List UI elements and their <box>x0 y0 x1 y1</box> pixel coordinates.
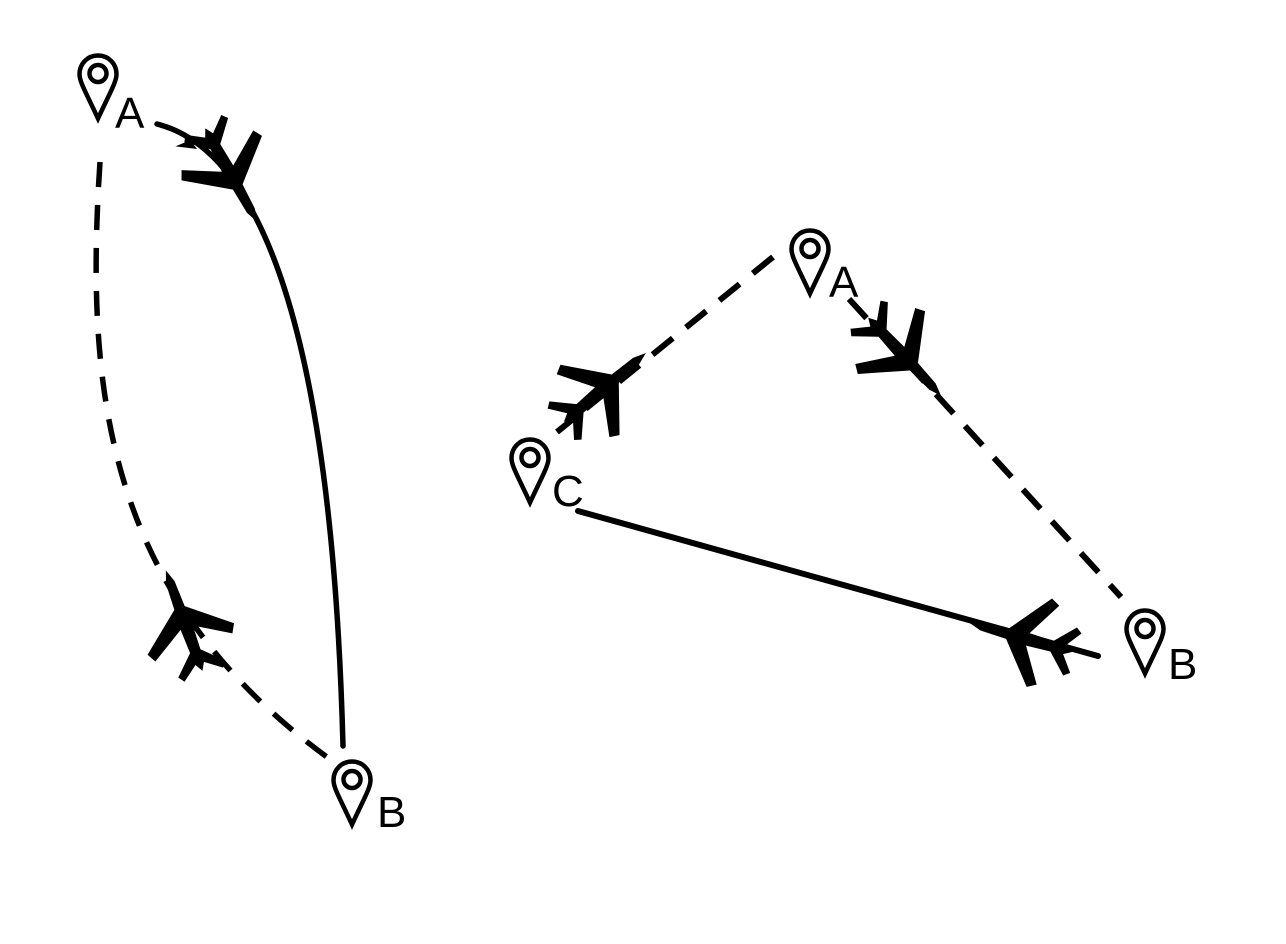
route-line-b-to-a-dashed <box>93 161 333 763</box>
marker-label: A <box>115 89 145 138</box>
marker-right-c: C <box>512 440 584 516</box>
map-pin-icon <box>1127 611 1164 674</box>
diagram-right-triangle-trip: A C B <box>512 231 1197 698</box>
route-line-a-to-b-solid <box>154 121 346 749</box>
marker-label: C <box>552 467 584 516</box>
airplane-icon <box>163 102 298 245</box>
marker-label: B <box>1168 640 1197 689</box>
map-pin-icon <box>80 56 117 119</box>
map-pin-icon <box>512 440 549 503</box>
map-pin-icon <box>334 762 371 825</box>
airplane-icon <box>956 578 1089 698</box>
map-pin-icon <box>792 231 829 294</box>
marker-right-a: A <box>792 231 859 307</box>
diagram-left-round-trip: A B <box>80 56 406 837</box>
marker-right-b: B <box>1127 611 1197 689</box>
marker-label: A <box>829 258 859 307</box>
marker-left-b: B <box>334 762 406 837</box>
airplane-icon <box>531 317 676 460</box>
marker-label: B <box>377 788 406 837</box>
marker-left-a: A <box>80 56 145 138</box>
